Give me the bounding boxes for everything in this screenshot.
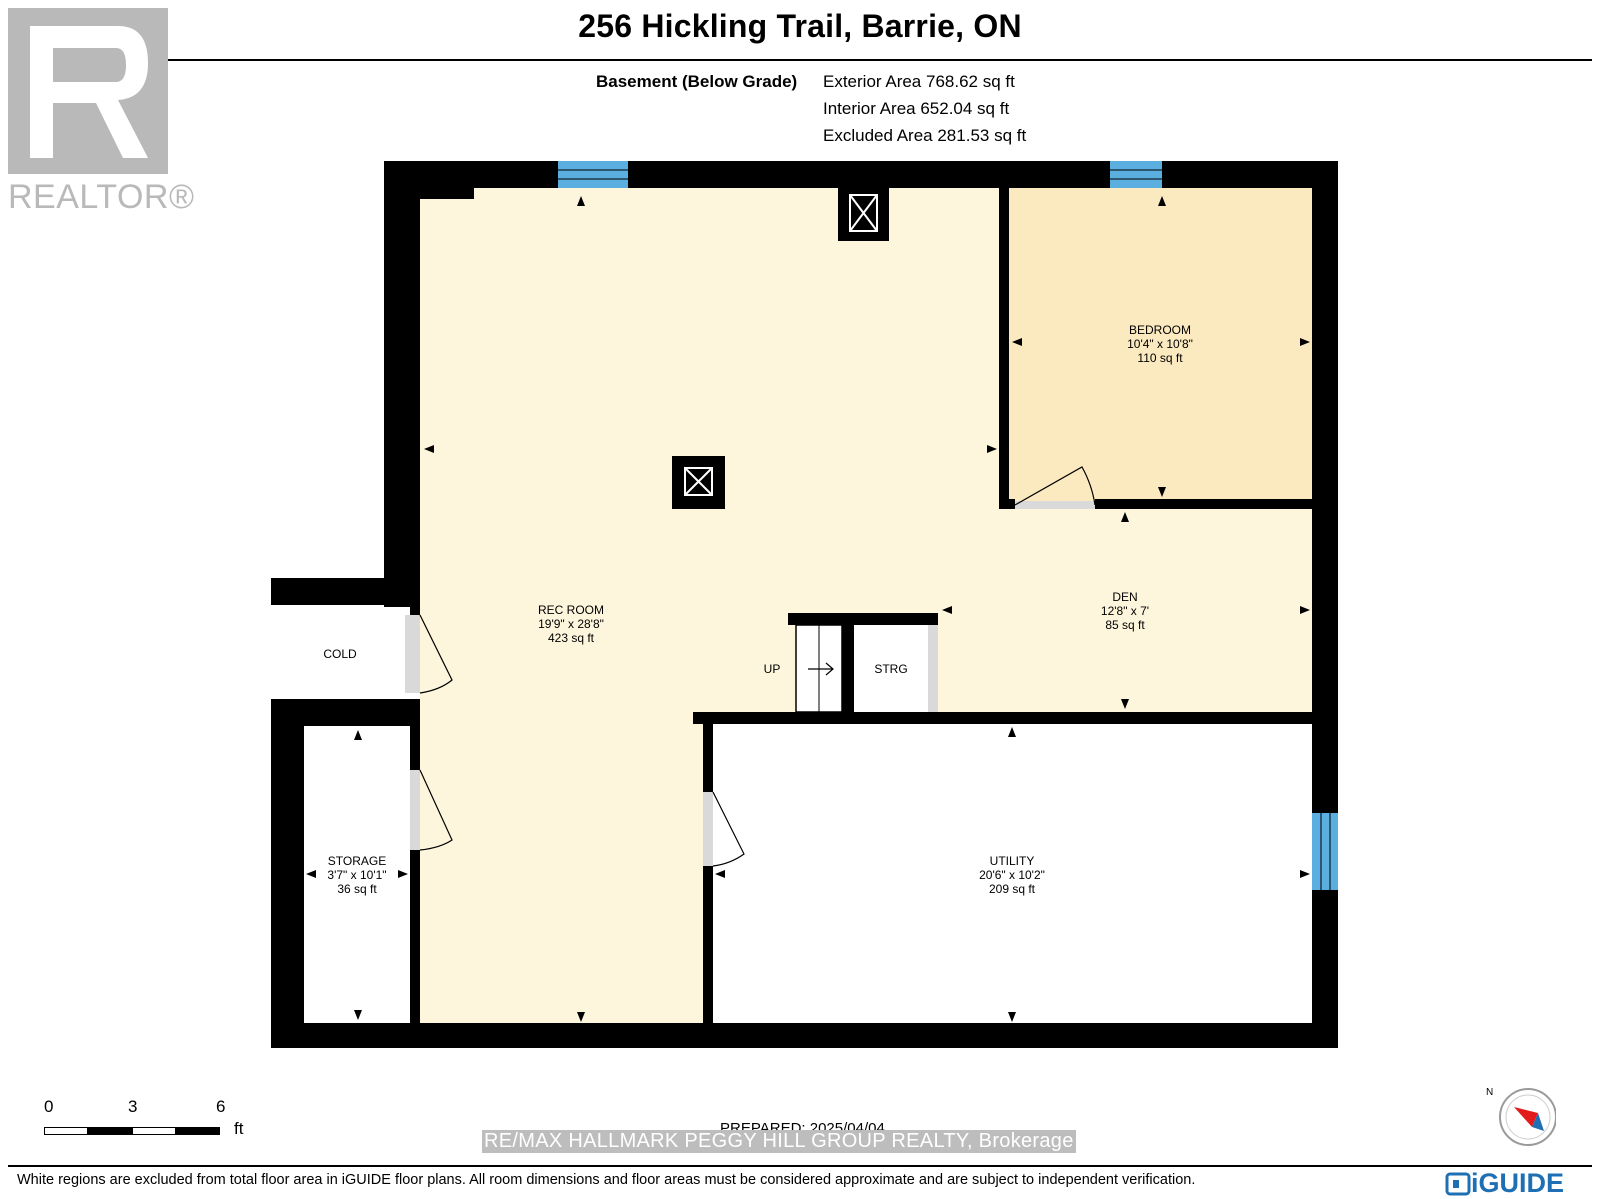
room-dims: 3'7" x 10'1" <box>327 868 387 882</box>
room-rec-room: REC ROOM 19'9" x 28'8" 423 sq ft <box>486 603 656 645</box>
room-dims: 10'4" x 10'8" <box>1127 337 1193 351</box>
room-bedroom: BEDROOM 10'4" x 10'8" 110 sq ft <box>1075 323 1245 365</box>
room-dims: 12'8" x 7' <box>1100 604 1150 618</box>
den-fill <box>1000 505 1312 712</box>
floor-label: Basement (Below Grade) <box>596 72 798 91</box>
realtor-r-icon <box>8 8 168 174</box>
title-divider <box>8 59 1592 61</box>
excluded-area: Excluded Area 281.53 sq ft <box>823 126 1027 145</box>
scale-segment <box>44 1127 88 1135</box>
stairs-up-label: UP <box>763 662 781 676</box>
page-title: 256 Hickling Trail, Barrie, ON <box>578 8 1022 44</box>
room-area: 423 sq ft <box>547 631 595 645</box>
flue-marks <box>684 194 878 496</box>
dimension-arrows <box>306 196 1310 1022</box>
room-area: 209 sq ft <box>988 882 1036 896</box>
room-storage: STORAGE 3'7" x 10'1" 36 sq ft <box>307 854 407 896</box>
door-frames <box>405 501 1095 866</box>
room-area: 85 sq ft <box>1105 618 1145 632</box>
scale-unit: ft <box>234 1119 244 1138</box>
disclaimer-text: White regions are excluded from total fl… <box>17 1172 1196 1188</box>
scale-tick-0: 0 <box>44 1097 54 1116</box>
svg-text:N: N <box>1486 1087 1493 1098</box>
brokerage-watermark: RE/MAX HALLMARK PEGGY HILL GROUP REALTY,… <box>482 1130 1076 1153</box>
room-dims: 20'6" x 10'2" <box>979 868 1045 882</box>
room-dims: 19'9" x 28'8" <box>538 617 604 631</box>
door-swings <box>419 466 1096 867</box>
iguide-wordmark: iGUIDE <box>1471 1168 1565 1198</box>
scale-segment <box>132 1127 176 1135</box>
realtor-logo: REALTOR® <box>8 8 194 218</box>
room-area: 110 sq ft <box>1137 351 1183 365</box>
interior-area: Interior Area 652.04 sq ft <box>823 99 1010 118</box>
scale-tick-3: 3 <box>128 1097 138 1116</box>
utility-fill <box>712 724 1312 1024</box>
room-area: 36 sq ft <box>337 882 377 896</box>
room-cold: COLD <box>323 647 357 661</box>
realtor-wordmark: REALTOR® <box>8 178 195 216</box>
scale-segment <box>88 1127 132 1135</box>
iguide-icon <box>1445 1172 1471 1196</box>
compass-icon: N <box>1486 1085 1557 1155</box>
bedroom-fill <box>1008 188 1312 505</box>
room-name: BEDROOM <box>1128 323 1191 337</box>
room-name: UTILITY <box>989 854 1035 868</box>
scale-tick-6: 6 <box>216 1097 226 1116</box>
iguide-logo: iGUIDE <box>1445 1168 1595 1198</box>
windows <box>558 161 1338 890</box>
scale-bar: 0 3 6 ft <box>40 1097 260 1147</box>
room-utility: UTILITY 20'6" x 10'2" 209 sq ft <box>927 854 1097 896</box>
room-den: DEN 12'8" x 7' 85 sq ft <box>1040 590 1210 632</box>
walls <box>271 161 1338 1048</box>
storage-fill <box>304 727 410 1023</box>
room-strg: STRG <box>874 662 908 676</box>
room-name: DEN <box>1112 590 1138 604</box>
room-name: REC ROOM <box>538 603 604 617</box>
footer-divider <box>8 1165 1592 1167</box>
scale-segment <box>176 1127 220 1135</box>
room-name: STORAGE <box>327 854 387 868</box>
stairs <box>795 624 938 713</box>
exterior-area: Exterior Area 768.62 sq ft <box>823 72 1015 91</box>
